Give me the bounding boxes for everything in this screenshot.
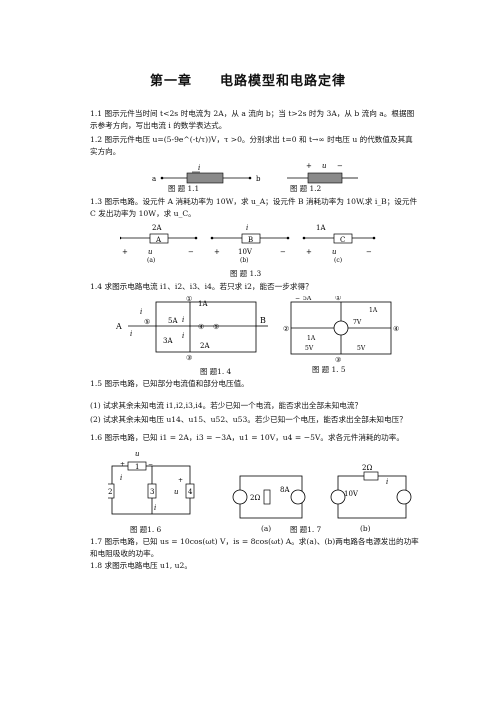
svg-text:−: −	[295, 296, 300, 302]
svg-text:①: ①	[335, 296, 341, 302]
svg-text:+: +	[120, 461, 125, 468]
svg-text:④: ④	[198, 323, 204, 331]
svg-text:B: B	[248, 236, 253, 244]
svg-text:i: i	[182, 332, 184, 340]
svg-text:+: +	[306, 162, 312, 170]
svg-text:u: u	[174, 488, 179, 496]
svg-text:+: +	[178, 477, 183, 484]
figure-1-3: A 2A + u − (a) B i + 10V − (b) C 1A + u …	[120, 224, 376, 264]
chapter-number: 第一章	[149, 74, 192, 89]
svg-text:−: −	[337, 162, 343, 170]
svg-text:+: +	[122, 248, 128, 256]
svg-text:5V: 5V	[357, 345, 366, 352]
svg-text:C: C	[340, 236, 345, 244]
svg-text:2: 2	[108, 488, 112, 496]
problem-1-6: 1.6 图示电路，已知 i1 = 2A，i3 = −3A，u1 = 10V，u4…	[90, 433, 404, 442]
svg-text:A: A	[115, 322, 122, 331]
svg-text:2A: 2A	[200, 342, 210, 350]
svg-text:B: B	[260, 316, 266, 325]
svg-text:i: i	[130, 330, 132, 338]
svg-text:+: +	[214, 248, 220, 256]
svg-text:1A: 1A	[198, 300, 208, 308]
problem-1-5-part-2: (2) 试求其余未知电压 u14、u15、u52、u53。若少已知一个电压，能否…	[90, 415, 407, 424]
svg-text:−: −	[188, 248, 194, 256]
svg-text:u: u	[148, 248, 153, 256]
svg-text:5V: 5V	[305, 345, 314, 352]
caption-fig-1-2: 图 题 1.2	[290, 184, 322, 193]
svg-text:(a): (a)	[147, 257, 155, 264]
problem-1-5-part-1: (1) 试求其余未知电流 i1,i2,i3,i4。若少已知一个电流，能否求出全部…	[90, 401, 363, 410]
svg-text:1: 1	[135, 463, 139, 471]
figure-1-6: 1 2 3 4 u + − i i u +	[108, 450, 195, 515]
figure-1-1-1-2: a b i + u −	[152, 162, 358, 184]
svg-text:⑤: ⑤	[144, 318, 150, 326]
svg-text:10V: 10V	[238, 248, 253, 256]
svg-text:3A: 3A	[163, 337, 173, 345]
problem-1-7: 1.7 图示电路，已知 us = 10cos(ωt) V，is = 8cos(ω…	[90, 537, 419, 558]
svg-text:1A: 1A	[369, 307, 378, 314]
problem-1-1: 1.1 图示元件当时间 t<2s 时电流为 2A，从 a 流向 b；当 t>2s…	[90, 109, 415, 130]
svg-text:i: i	[120, 474, 122, 482]
svg-text:1A: 1A	[307, 335, 316, 342]
svg-text:A: A	[155, 236, 162, 244]
svg-text:+: +	[306, 248, 312, 256]
svg-text:−: −	[366, 248, 372, 256]
svg-text:5A: 5A	[168, 317, 178, 325]
svg-text:i: i	[246, 224, 248, 232]
svg-text:u: u	[228, 492, 229, 500]
current-i-label: i	[198, 164, 200, 172]
problem-1-4: 1.4 求图示电路电流 i1、i2、i3、i4。若只求 i2，能否一步求得？	[90, 282, 313, 291]
terminal-a: a	[152, 175, 156, 183]
caption-fig-1-4: 图 题1. 4	[200, 367, 232, 376]
svg-text:3: 3	[150, 488, 154, 496]
svg-text:2A: 2A	[152, 224, 162, 232]
terminal-b: b	[256, 175, 261, 183]
svg-text:③: ③	[335, 356, 341, 364]
svg-text:7V: 7V	[353, 319, 362, 326]
problem-1-2: 1.2 图示元件电压 u=(5-9e^(-t/τ))V，τ >0。分别求出 t=…	[90, 135, 413, 156]
svg-text:i: i	[140, 308, 142, 316]
svg-text:①: ①	[186, 296, 192, 303]
svg-text:i: i	[182, 316, 184, 324]
figure-1-5: − 5A ① 1A 7V ② ④ 1A 5V 5V ③	[283, 296, 399, 364]
caption-fig-1-3: 图 题 1.3	[230, 269, 262, 278]
svg-text:i: i	[154, 504, 156, 512]
caption-fig-1-1: 图 题 1.1	[168, 184, 200, 193]
svg-text:8A: 8A	[280, 486, 290, 494]
caption-fig-1-5: 图 题 1. 5	[312, 365, 346, 374]
svg-text:10V: 10V	[344, 490, 359, 498]
svg-text:u: u	[332, 248, 337, 256]
caption-fig-1-6: 图 题1. 6	[130, 525, 162, 534]
caption-fig-1-7: 图 题1. 7	[290, 525, 322, 534]
caption-fig-1-7a: (a)	[261, 524, 272, 533]
svg-text:1A: 1A	[316, 224, 326, 232]
svg-text:2Ω: 2Ω	[362, 464, 372, 472]
svg-text:−: −	[280, 248, 286, 256]
figure-1-7: u 2Ω 8A 2Ω 10V i	[228, 464, 412, 519]
svg-text:u: u	[322, 162, 327, 170]
chapter-title: 第一章 电路模型和电路定律	[0, 70, 496, 89]
svg-text:−: −	[148, 461, 153, 468]
svg-text:u: u	[135, 450, 140, 458]
svg-text:i: i	[386, 478, 388, 486]
problem-1-8: 1.8 求图示电路电压 u1, u2。	[90, 561, 192, 570]
figure-1-4: A B ① 1A 5A ④ ⑤ 3A 2A ③ ⑤ i i i i	[115, 296, 268, 362]
svg-text:(b): (b)	[240, 257, 249, 264]
svg-text:⑤: ⑤	[213, 323, 219, 331]
chapter-name: 电路模型和电路定律	[220, 74, 347, 89]
svg-text:5A: 5A	[303, 296, 312, 302]
svg-text:4: 4	[188, 488, 193, 496]
svg-text:2Ω: 2Ω	[250, 494, 260, 502]
svg-text:④: ④	[393, 325, 399, 333]
svg-text:②: ②	[283, 325, 289, 333]
problem-1-3: 1.3 图示电路。设元件 A 消耗功率为 10W，求 u_A；设元件 B 消耗功…	[90, 197, 418, 218]
caption-fig-1-7b: (b)	[360, 524, 371, 533]
svg-text:(c): (c)	[334, 257, 342, 264]
svg-text:③: ③	[186, 354, 192, 362]
problem-1-5: 1.5 图示电路，已知部分电流值和部分电压值。	[90, 379, 249, 388]
